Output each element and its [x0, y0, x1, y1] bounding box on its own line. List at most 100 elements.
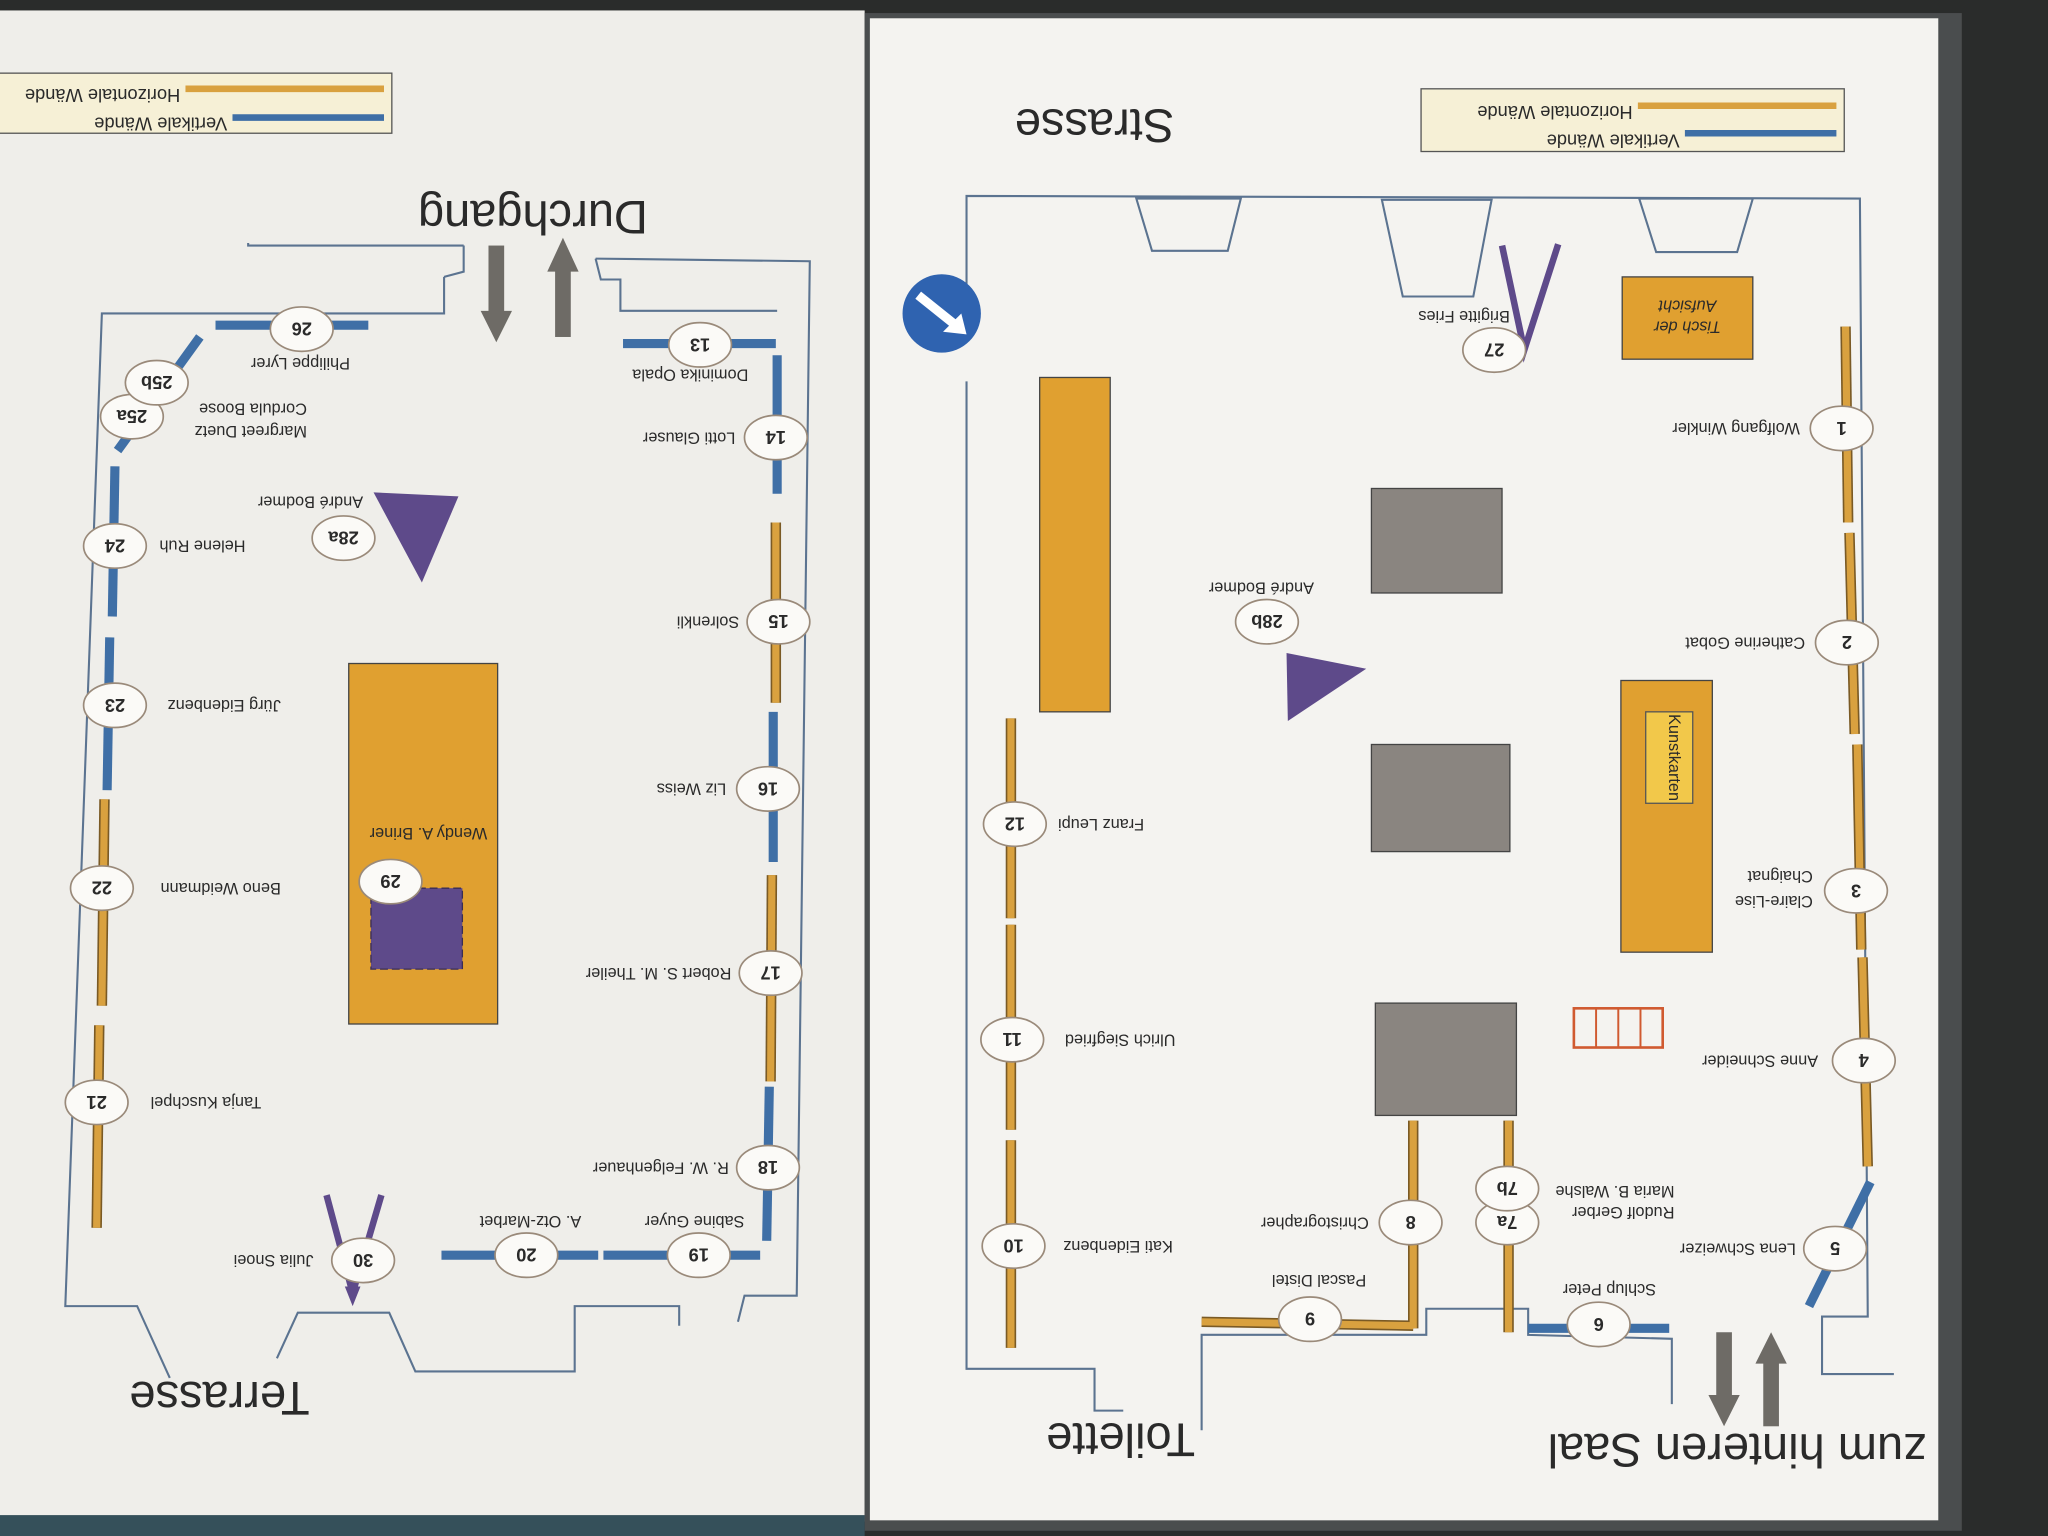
arrow-down-icon [480, 245, 512, 343]
marker-number: 28a [327, 528, 358, 549]
artist-name: Christographer [1260, 1213, 1368, 1231]
marker-5: 5 Lena Schweizer [1679, 1225, 1868, 1272]
marker-number: 7a [1496, 1212, 1517, 1233]
marker-badge [746, 598, 811, 645]
artist-name: André Bodmer [1208, 579, 1314, 597]
artist-name: Schlup Peter [1562, 1280, 1656, 1298]
marker-number: 19 [689, 1245, 709, 1266]
artist-name: André Bodmer [257, 492, 363, 510]
easel-28a [373, 492, 459, 583]
marker-badge [738, 950, 803, 997]
marker-12: 12 Franz Leupi [982, 801, 1144, 848]
room-outlines [64, 194, 1894, 1431]
artist-name: Wolfgang Winkler [1672, 419, 1800, 437]
artist-name: Sabine Guyer [644, 1212, 744, 1230]
arrow-up-icon [1755, 1332, 1787, 1427]
marker-number: 7b [1497, 1178, 1518, 1199]
artist-name: A. Otz-Marbet [479, 1212, 581, 1230]
marker-19: 19 Sabine Guyer [644, 1212, 744, 1279]
marker-20: 20A. Otz-Marbet [479, 1212, 581, 1279]
furniture: Kunstkarten Tisch der Aufsicht [323, 243, 1754, 1307]
marker-badge [82, 522, 148, 570]
marker-badge [494, 1232, 559, 1279]
heading-durchgang: Durchgang [418, 191, 648, 244]
marker-badge [743, 414, 809, 461]
marker-number: 30 [353, 1250, 373, 1271]
marker-badge [1814, 619, 1880, 666]
marker-number: 3 [1851, 880, 1861, 901]
marker-badge [330, 1237, 396, 1284]
marker-badge [1831, 1037, 1897, 1084]
center-table [348, 662, 499, 1025]
artist-name: Rudolf Gerber [1571, 1203, 1674, 1221]
marker-number: 8 [1406, 1212, 1416, 1233]
marker-27: 27 Brigitte Fries [1418, 307, 1527, 374]
heading-hinterer-saal: zum hinteren Saal [1548, 1424, 1927, 1477]
marker-30: 30 Julia Snoei [234, 1237, 396, 1284]
artist-name: Franz Leupi [1058, 815, 1144, 833]
artist-name: Julia Snoei [234, 1251, 314, 1269]
artist-name: Cordula Boose [199, 400, 307, 418]
marker-number: 21 [86, 1092, 106, 1113]
artist-name: R. W. Felgenhauer [592, 1158, 729, 1176]
marker-number: 24 [104, 535, 125, 556]
heading-toilette: Toilette [1046, 1414, 1195, 1467]
marker-badge [1462, 326, 1527, 374]
artist-name: Kati Eidenbenz [1063, 1237, 1173, 1255]
marker-number: 2 [1842, 632, 1852, 653]
marker-number: 12 [1005, 814, 1025, 835]
marker-badge [1475, 1165, 1540, 1212]
legend-horizontal: Horizontale Wände [1477, 102, 1632, 123]
marker-badge [982, 801, 1048, 848]
marker-number: 11 [1003, 1029, 1022, 1050]
display-panel [1374, 1002, 1518, 1117]
heading-terrasse: Terrasse [129, 1372, 309, 1425]
artist-name: Dominika Opala [631, 366, 748, 384]
legend-horizontal: Horizontale Wände [25, 85, 180, 106]
marker-number: 25b [141, 372, 172, 393]
direction-arrows [480, 237, 1787, 1427]
artist-name: Beno Weidmann [161, 879, 281, 897]
marker-number: 1 [1837, 418, 1847, 439]
marker-number: 15 [768, 611, 788, 632]
marker-28a: 28a André Bodmer [257, 492, 376, 562]
marker-badge [1823, 867, 1889, 914]
marker-badge [735, 1144, 801, 1191]
legend-vertical: Vertikale Wände [94, 114, 227, 135]
marker-number: 14 [765, 427, 786, 448]
marker-number: 27 [1484, 340, 1504, 361]
legend-left: Vertikale Wände Horizontale Wände [0, 72, 393, 135]
heading-strasse: Strasse [1015, 100, 1174, 153]
artist-name: Brigitte Fries [1418, 307, 1510, 325]
artist-name: Philippe Lyrer [250, 354, 350, 372]
display-panel [1370, 487, 1503, 594]
marker-8: 8 Christographer [1260, 1199, 1443, 1246]
artist-name: Liz Weiss [657, 780, 727, 798]
marker-number: 17 [760, 963, 780, 984]
artist-name: Wendy A. Briner [369, 824, 487, 842]
marker-number: 25a [116, 406, 147, 427]
marker-number: 18 [758, 1157, 778, 1178]
easel-28b [1286, 653, 1367, 721]
marker-badge [358, 858, 423, 905]
marker-badge [667, 321, 733, 368]
marker-number: 5 [1830, 1238, 1840, 1259]
marker-number: 22 [92, 878, 112, 899]
artist-name: Lena Schweizer [1679, 1239, 1796, 1257]
artist-name: Claire-Lise [1735, 892, 1813, 910]
marker-badge [311, 515, 376, 562]
display-panel [1370, 743, 1511, 853]
table [1039, 376, 1111, 713]
